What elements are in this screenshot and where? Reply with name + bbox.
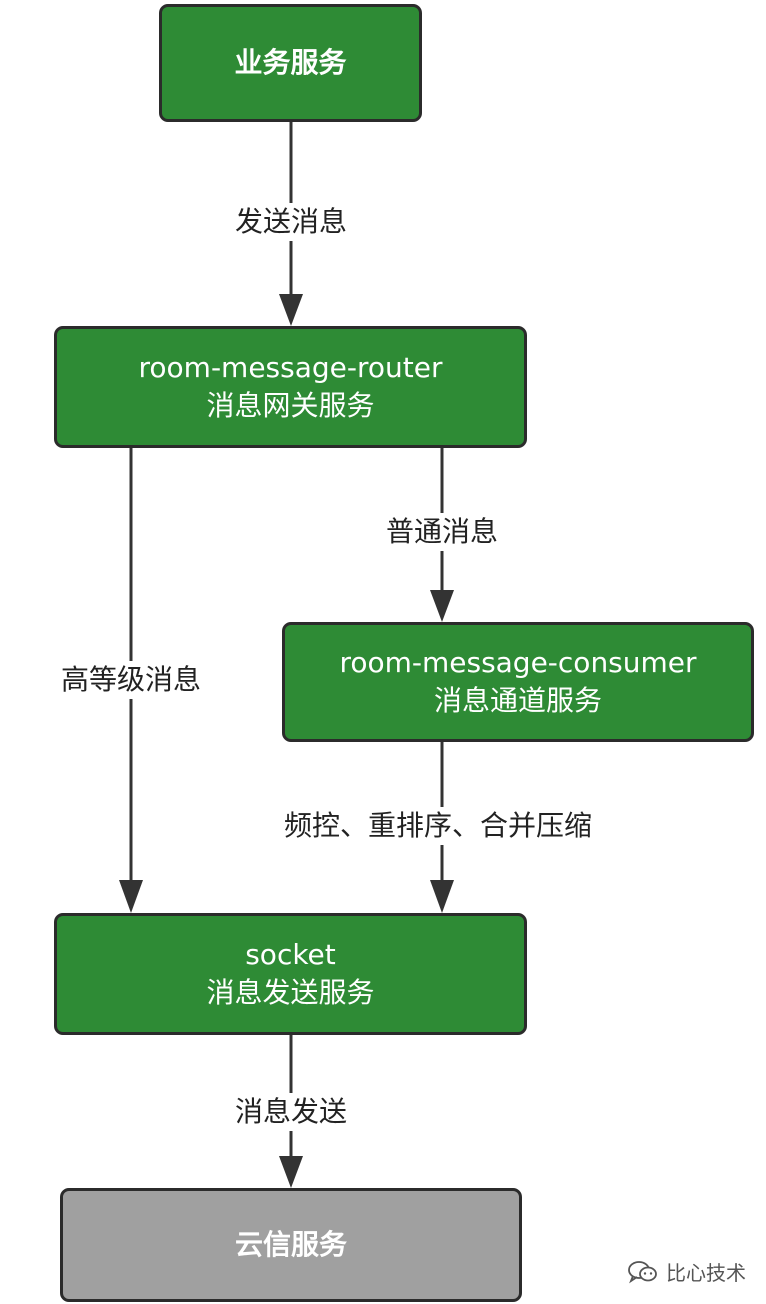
consumer-service-name: room-message-consumer	[339, 646, 697, 679]
edge-label-normal-message: 普通消息	[381, 513, 503, 551]
consumer-service-desc: 消息通道服务	[433, 684, 602, 717]
edge-label-message-delivery: 消息发送	[230, 1093, 352, 1131]
arrowhead-consumer-to-socket	[430, 880, 454, 913]
socket-service-name: socket	[245, 938, 336, 971]
router-service-name: room-message-router	[138, 351, 443, 384]
arrowhead-business-to-router	[279, 294, 303, 326]
yunxin-service-label: 云信服务	[234, 1228, 347, 1261]
consumer-service-node: room-message-consumer 消息通道服务	[282, 622, 754, 742]
edge-label-consumer-processing: 频控、重排序、合并压缩	[279, 807, 597, 845]
watermark: 比心技术	[628, 1257, 746, 1286]
edge-label-high-priority-message: 高等级消息	[56, 661, 206, 699]
wechat-chat-icon	[628, 1260, 657, 1283]
router-service-desc: 消息网关服务	[206, 389, 375, 422]
yunxin-service-node: 云信服务	[60, 1188, 522, 1302]
socket-service-node: socket 消息发送服务	[54, 913, 527, 1035]
business-service-label: 业务服务	[234, 46, 347, 79]
arrowhead-socket-to-yunxin	[279, 1156, 303, 1188]
arrowhead-router-to-consumer	[430, 590, 454, 622]
edge-label-send-message: 发送消息	[230, 203, 352, 241]
business-service-node: 业务服务	[159, 4, 422, 122]
router-service-node: room-message-router 消息网关服务	[54, 326, 527, 448]
socket-service-desc: 消息发送服务	[206, 976, 375, 1009]
arrowhead-router-to-socket	[119, 880, 143, 913]
watermark-text: 比心技术	[666, 1261, 746, 1285]
